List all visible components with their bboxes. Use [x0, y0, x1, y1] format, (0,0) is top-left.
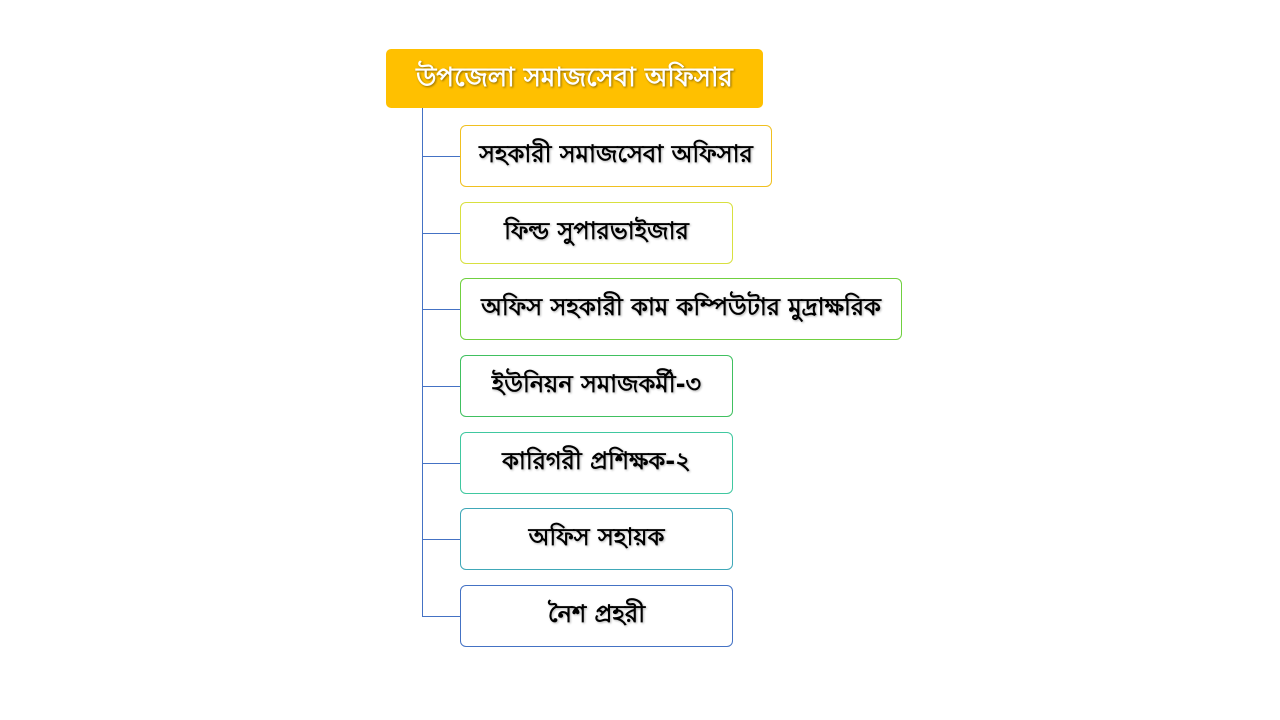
- child-node: ইউনিয়ন সমাজকর্মী-৩: [460, 355, 733, 417]
- connector-branch-line: [422, 463, 460, 464]
- connector-branch-line: [422, 386, 460, 387]
- child-node: ফিল্ড সুপারভাইজার: [460, 202, 733, 264]
- connector-branch-line: [422, 233, 460, 234]
- child-node: কারিগরী প্রশিক্ষক-২: [460, 432, 733, 494]
- child-node: অফিস সহায়ক: [460, 508, 733, 570]
- connector-vertical-line: [422, 108, 423, 616]
- connector-branch-line: [422, 539, 460, 540]
- child-node: সহকারী সমাজসেবা অফিসার: [460, 125, 772, 187]
- root-node-upazila-social-service-officer: উপজেলা সমাজসেবা অফিসার: [386, 49, 763, 108]
- connector-branch-line: [422, 309, 460, 310]
- connector-branch-line: [422, 156, 460, 157]
- connector-branch-line: [422, 616, 460, 617]
- child-node: অফিস সহকারী কাম কম্পিউটার মুদ্রাক্ষরিক: [460, 278, 902, 340]
- child-node: নৈশ প্রহরী: [460, 585, 733, 647]
